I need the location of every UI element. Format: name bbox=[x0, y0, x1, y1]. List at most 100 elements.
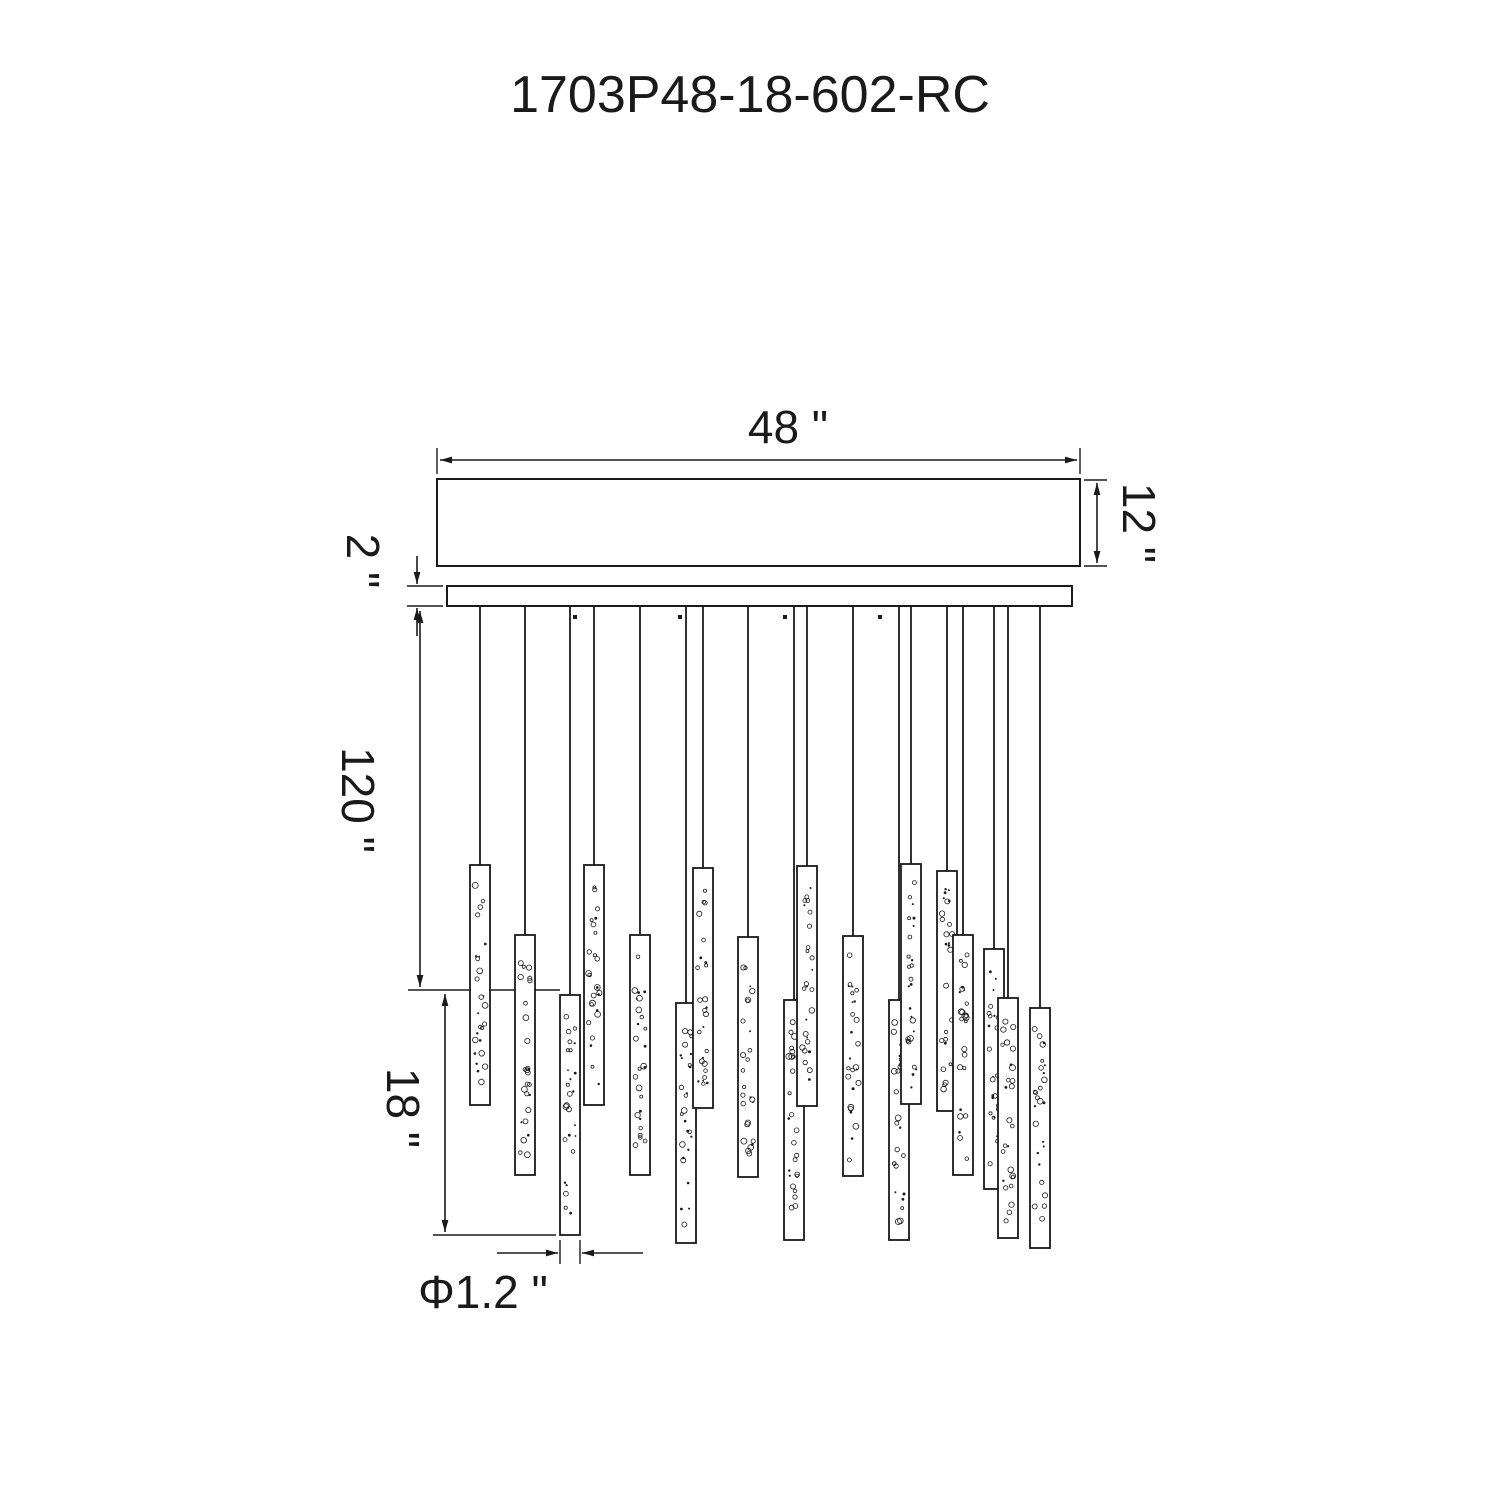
bubble-crystal bbox=[639, 1094, 644, 1099]
bubble-crystal bbox=[527, 1133, 530, 1137]
bubble-crystal bbox=[992, 1075, 994, 1078]
bubble-crystal bbox=[851, 1087, 855, 1091]
pendant-tube bbox=[842, 935, 864, 1177]
bubble-crystal bbox=[476, 1032, 479, 1035]
bubble-crystal bbox=[572, 1090, 575, 1093]
bubble-crystal bbox=[565, 1028, 572, 1035]
bubble-crystal bbox=[528, 1093, 531, 1097]
bubble-crystal bbox=[586, 949, 592, 955]
dim-pendant-diameter: Φ1.2 " bbox=[418, 1240, 643, 1318]
dim-plate-height-label: 2 " bbox=[337, 534, 389, 589]
bubble-crystal bbox=[744, 1121, 751, 1128]
pendant-bubbles bbox=[845, 952, 862, 1163]
bubble-crystal bbox=[476, 967, 484, 975]
bubble-crystal bbox=[635, 954, 641, 959]
bubble-crystal bbox=[853, 1016, 860, 1023]
bubble-crystal bbox=[592, 885, 597, 890]
bubble-crystal bbox=[1039, 1179, 1045, 1185]
bubble-crystal bbox=[1003, 1143, 1008, 1148]
bubble-crystal bbox=[890, 1067, 898, 1075]
bubble-crystal bbox=[942, 897, 945, 900]
bubble-crystal bbox=[957, 1135, 963, 1141]
bubble-crystal bbox=[901, 1153, 906, 1158]
bubble-crystal bbox=[749, 985, 752, 987]
bubble-crystal bbox=[523, 1000, 528, 1006]
bubble-crystal bbox=[697, 997, 703, 1003]
bubble-crystal bbox=[963, 989, 966, 991]
dim-pendant-length-label: 18 " bbox=[377, 1068, 429, 1148]
bubble-crystal bbox=[788, 1112, 795, 1118]
bubble-crystal bbox=[1006, 1209, 1013, 1215]
bubble-crystal bbox=[792, 1188, 798, 1194]
bubble-crystal bbox=[850, 1137, 854, 1140]
bubble-crystal bbox=[563, 1190, 569, 1197]
bubble-crystal bbox=[1039, 1216, 1045, 1222]
bubble-crystal bbox=[993, 1014, 996, 1017]
bubble-crystal bbox=[855, 1068, 858, 1071]
bubble-crystal bbox=[854, 987, 859, 993]
bubble-crystal bbox=[894, 1191, 897, 1194]
bubble-crystal bbox=[563, 1205, 568, 1210]
bubble-crystal bbox=[642, 1138, 648, 1144]
bubble-crystal bbox=[787, 1117, 791, 1120]
pendant-tube bbox=[514, 934, 536, 1176]
plate-standoff bbox=[678, 615, 682, 619]
bubble-crystal bbox=[639, 1117, 642, 1121]
bubble-crystal bbox=[527, 1082, 532, 1087]
bubble-crystal bbox=[788, 1029, 794, 1035]
bubble-crystal bbox=[475, 1062, 478, 1066]
bubble-crystal bbox=[961, 1012, 969, 1020]
pendant bbox=[692, 606, 714, 1109]
bubble-crystal bbox=[632, 1074, 639, 1080]
bubble-crystal bbox=[1036, 1151, 1040, 1155]
bubble-crystal bbox=[906, 954, 911, 959]
bubble-crystal bbox=[801, 986, 807, 991]
bubble-crystal bbox=[742, 1085, 747, 1090]
bubble-crystal bbox=[562, 1137, 568, 1142]
bubble-crystal bbox=[589, 999, 596, 1007]
dim-canopy-width: 48 " bbox=[436, 401, 1081, 474]
bubble-crystal bbox=[586, 1020, 592, 1026]
bubble-crystal bbox=[850, 1012, 855, 1017]
bubble-crystal bbox=[563, 1014, 569, 1020]
bubble-crystal bbox=[907, 985, 910, 988]
bubble-crystal bbox=[1003, 1185, 1009, 1191]
pendant bbox=[675, 606, 697, 1244]
bubble-crystal bbox=[944, 942, 948, 946]
bubble-crystal bbox=[901, 1197, 905, 1201]
bubble-crystal bbox=[745, 1057, 750, 1062]
bubble-crystal bbox=[947, 889, 950, 892]
bubble-crystal bbox=[850, 991, 855, 996]
bubble-crystal bbox=[574, 1135, 577, 1137]
pendant-tube bbox=[952, 934, 974, 1176]
bubble-crystal bbox=[808, 1050, 811, 1054]
mounting-plate-outline bbox=[446, 585, 1073, 607]
bubble-crystal bbox=[806, 1067, 813, 1074]
bubble-crystal bbox=[943, 891, 947, 895]
bubble-crystal bbox=[1041, 1076, 1048, 1083]
bubble-crystal bbox=[893, 1089, 899, 1095]
bubble-crystal bbox=[699, 956, 703, 960]
bubble-crystal bbox=[851, 985, 854, 988]
bubble-crystal bbox=[523, 1151, 531, 1158]
bubble-crystal bbox=[525, 1107, 532, 1114]
bubble-crystal bbox=[701, 1081, 706, 1086]
bubble-crystal bbox=[905, 1036, 911, 1042]
bubble-crystal bbox=[521, 964, 526, 969]
bubble-crystal bbox=[1007, 1145, 1010, 1148]
pendant bbox=[842, 606, 864, 1177]
bubble-crystal bbox=[850, 1067, 855, 1073]
bubble-crystal bbox=[480, 1025, 485, 1030]
pendant-bubbles bbox=[695, 888, 709, 1086]
bubble-crystal bbox=[939, 916, 945, 923]
bubble-crystal bbox=[940, 1085, 947, 1093]
standoff-group bbox=[573, 615, 882, 619]
pendant-tube bbox=[675, 1002, 697, 1244]
bubble-crystal bbox=[947, 942, 950, 945]
bubble-crystal bbox=[632, 1142, 639, 1148]
bubble-crystal bbox=[940, 1066, 947, 1072]
bubble-crystal bbox=[687, 1063, 692, 1068]
bubble-crystal bbox=[790, 1068, 796, 1074]
bubble-crystal bbox=[701, 1060, 708, 1067]
bubble-crystal bbox=[847, 952, 853, 958]
